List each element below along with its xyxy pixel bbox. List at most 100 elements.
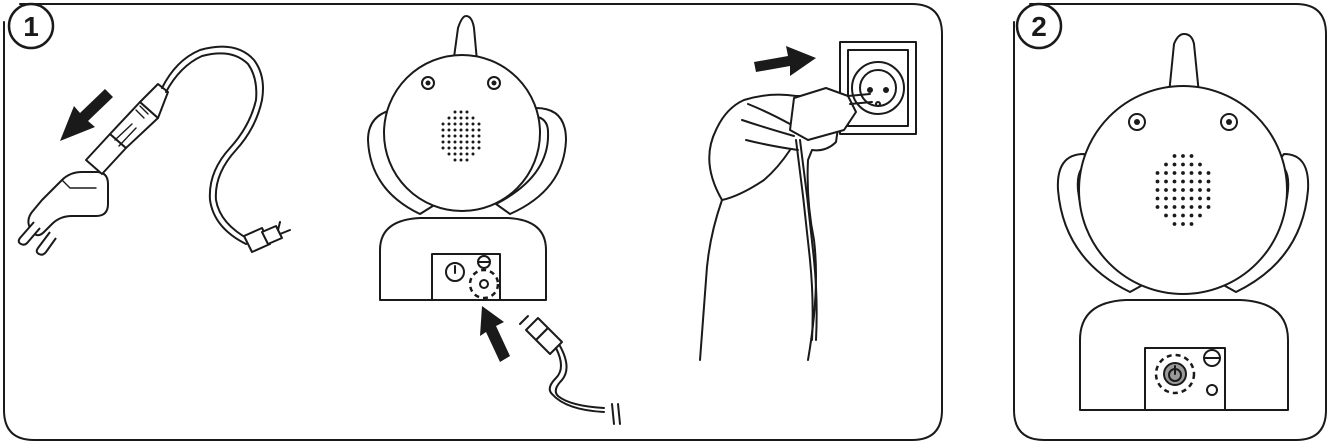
dc-input-port [479,279,489,289]
grille-dot [477,122,481,126]
grille-dot [471,140,475,144]
grille-dot [471,116,475,120]
speaker-grille [1155,154,1211,226]
grille-dot [471,152,475,156]
grille-dot [1189,154,1194,158]
grille-dot [447,116,451,120]
wall-socket-plug-in [699,41,917,361]
grille-dot [459,110,463,114]
grille-dot [477,146,481,150]
grille-dot [477,140,481,144]
grille-dot [447,122,451,126]
grille-dot [1164,171,1168,175]
grille-dot [1181,162,1185,167]
grille-dot [1172,196,1177,201]
power-button-icon [1163,362,1187,386]
grille-dot [441,140,445,144]
grille-dot [1206,205,1211,209]
grille-dot [471,122,475,126]
grille-dot [1172,188,1177,192]
grille-dot [1189,213,1194,218]
camera-rear-view-power [1056,33,1310,411]
grille-dot [459,146,463,150]
grille-dot [471,128,475,132]
grille-dot [447,128,451,132]
reset-screw-icon [1203,349,1221,367]
grille-dot [459,128,463,132]
grille-dot [1172,171,1177,175]
grille-dot [1206,196,1211,201]
grille-dot [1181,196,1185,201]
grille-dot [453,158,457,162]
grille-dot [465,152,469,156]
grille-dot [1181,222,1185,226]
grille-dot [1164,213,1168,218]
grille-dot [1181,188,1185,192]
dc-cable [519,315,621,425]
power-button-icon [445,262,465,282]
grille-dot [1206,179,1211,184]
power-button-highlight [1154,353,1196,395]
usb-cable-and-adapter [17,45,291,256]
grille-dot [1198,213,1202,218]
grille-dot [1164,162,1168,167]
grille-dot [1198,188,1202,192]
grille-dot [1155,188,1160,192]
dc-input-port [1206,384,1218,396]
grille-dot [1181,213,1185,218]
grille-dot [441,134,445,138]
grille-dot [459,158,463,162]
grille-dot [441,122,445,126]
grille-dot [471,146,475,150]
grille-dot [1164,205,1168,209]
grille-dot [1189,162,1194,167]
grille-dot [1189,188,1194,192]
power-adapter [17,171,109,256]
grille-dot [447,146,451,150]
grille-dot [447,152,451,156]
grille-dot [459,140,463,144]
grille-dot [1206,188,1211,192]
grille-dot [465,128,469,132]
grille-dot [471,134,475,138]
grille-dot [1189,196,1194,201]
grille-dot [453,152,457,156]
grille-dot [1172,162,1177,167]
grille-dot [453,128,457,132]
grille-dot [459,134,463,138]
usb-plug [85,83,169,175]
grille-dot [465,158,469,162]
grille-dot [1206,171,1211,175]
grille-dot [441,146,445,150]
reset-screw-icon [477,255,491,269]
grille-dot [465,146,469,150]
grille-dot [453,140,457,144]
grille-dot [441,128,445,132]
grille-dot [453,146,457,150]
push-arrow [754,46,816,76]
grille-dot [465,110,469,114]
grille-dot [477,128,481,132]
speaker-grille [441,110,481,162]
grille-dot [1198,196,1202,201]
grille-dot [1155,196,1160,201]
step-1-panel: 1 [3,2,943,441]
grille-dot [1155,179,1160,184]
grille-dot [465,140,469,144]
grille-dot [1198,179,1202,184]
grille-dot [453,122,457,126]
step-2-badge: 2 [1015,2,1063,50]
grille-dot [465,122,469,126]
grille-dot [1172,205,1177,209]
dc-plug [243,221,291,253]
grille-dot [1172,222,1177,226]
grille-dot [453,116,457,120]
grille-dot [1181,171,1185,175]
grille-dot [1198,171,1202,175]
grille-dot [1181,179,1185,184]
grille-dot [1181,205,1185,209]
grille-dot [447,134,451,138]
grille-dot [1189,205,1194,209]
grille-dot [1172,154,1177,158]
